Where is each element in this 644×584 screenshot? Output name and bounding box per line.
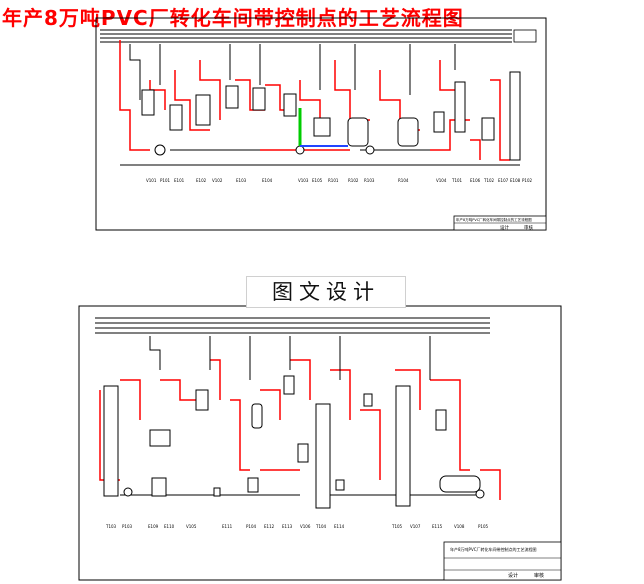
sheet2-label: T103 [105,524,117,529]
sheet1-label: R101 [328,178,339,183]
sheet1-label: V102 [212,178,223,183]
sheet1-label: V101 [146,178,157,183]
sheet1-label: E106 [470,178,481,183]
sheet1-label: P102 [522,178,533,183]
sheet1-equipment [141,71,521,161]
sheet1-label: R104 [398,178,409,183]
sheet1-lines [120,44,520,166]
sheet1-label: E102 [196,178,207,183]
sheet1-label: E101 [174,178,185,183]
sheet2-label: T105 [391,524,403,529]
sheet1-label: E104 [262,178,273,183]
sheet2-label: E110 [164,524,175,529]
sheet1-labels: V101 P101 E101 E102 V102 E103 E104 V103 … [146,178,533,183]
sheet2-label: E112 [264,524,275,529]
sheet2-title-block [443,541,562,581]
sheet2-stamp-design: 设计 [508,572,518,579]
sheet2-label: E115 [432,524,443,529]
sheet2-label: P105 [478,524,489,529]
sheet2-equipment [103,375,485,509]
sheet1-border [95,17,547,231]
sheet2-label: P104 [246,524,257,529]
sheet2-label: V105 [186,524,197,529]
sheet1-legend-box [513,29,537,43]
sheet2-label: V107 [410,524,421,529]
sheet1-label: R102 [348,178,359,183]
sheet2-pipes [99,359,501,500]
sheet1-pipes [119,40,510,161]
sheet1-label: P101 [160,178,171,183]
sheet1-label: V104 [436,178,447,183]
sheet2-label: E111 [222,524,233,529]
sheet1-label: E107 [498,178,509,183]
sheet1-stamp-design: 设计 [500,224,509,231]
sheet1-label: R103 [364,178,375,183]
sheet1-label: T102 [483,178,495,183]
sheet2-header-lines [95,317,490,334]
sheet2-title-block-text: 年产8万吨PVC厂转化车间带控制点的工艺流程图 [450,546,537,552]
sheet1-header-lines [100,29,512,43]
sheet1-label: E105 [312,178,323,183]
sheet1-title-block-text: 年产8万吨PVC厂转化车间带控制点的工艺流程图 [456,217,532,222]
sheet2-label: P103 [122,524,133,529]
sheet2-label: E113 [282,524,293,529]
sheet1-label: V103 [298,178,309,183]
sheet2-stamp-review: 审核 [534,572,544,579]
sheet2-labels: T103 P103 E109 E110 V105 E111 P104 E112 … [105,524,489,529]
sheet1-stamp-review: 审核 [524,224,533,231]
sheet1-label: E108 [510,178,521,183]
sheet2-label: E109 [148,524,159,529]
sheet2-label: V106 [300,524,311,529]
sheet2-label: E114 [334,524,345,529]
design-caption: 图文设计 [246,276,406,308]
sheet1-label: T101 [451,178,463,183]
sheet1-label: E103 [236,178,247,183]
sheet2-label: V108 [454,524,465,529]
sheet2-label: T104 [315,524,327,529]
